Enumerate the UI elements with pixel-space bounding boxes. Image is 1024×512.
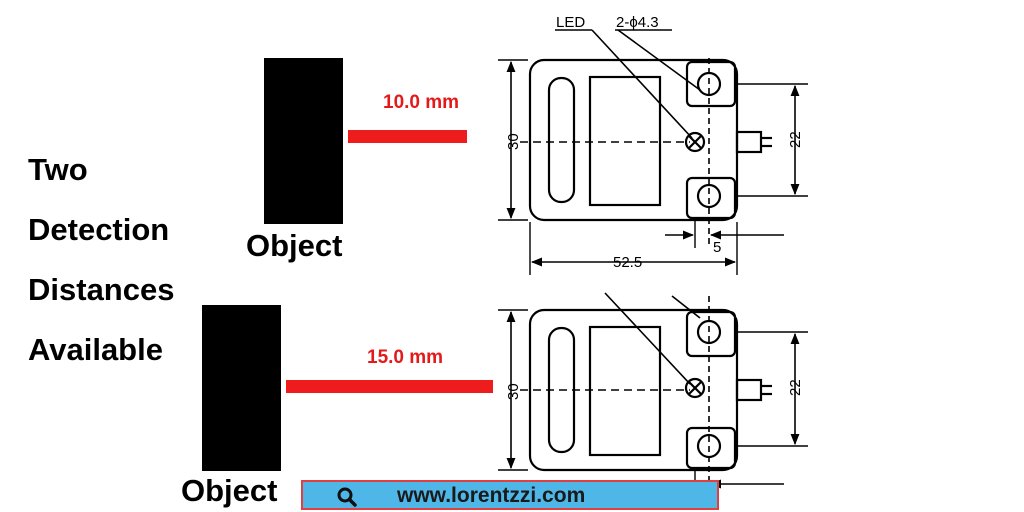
sensor-drawing-top xyxy=(498,29,808,275)
headline-line-4: Available xyxy=(28,332,163,367)
sensing-window-bottom xyxy=(588,325,662,457)
width-dim-label-top: 52.5 xyxy=(613,254,642,271)
distance-bar-top xyxy=(348,130,467,143)
sensor-drawing-bottom xyxy=(498,292,808,500)
height-dim-label-bottom: 30 xyxy=(505,383,522,400)
distance-label-top: 10.0 mm xyxy=(383,92,460,113)
cable-gland-top xyxy=(735,130,763,154)
height-dim-label-top: 30 xyxy=(505,133,522,150)
headline-line-2: Detection xyxy=(28,212,170,247)
spacing-dim-label-bottom: 22 xyxy=(787,379,804,396)
object-label-top: Object xyxy=(246,228,343,263)
mount-tab-lower-top xyxy=(685,176,737,220)
mount-tab-lower-bottom xyxy=(685,426,737,470)
led-indicator-top xyxy=(684,131,706,153)
headline-line-1: Two xyxy=(28,152,88,187)
website-url-bar[interactable]: www.lorentzzi.com xyxy=(301,480,719,510)
cable-gland-bottom xyxy=(735,378,763,402)
search-icon xyxy=(337,487,357,507)
mount-tab-upper-bottom xyxy=(685,310,737,358)
target-object-top xyxy=(264,58,343,224)
spacing-dim-label-top: 22 xyxy=(787,131,804,148)
distance-label-bottom: 15.0 mm xyxy=(367,347,444,368)
sensor-body-top xyxy=(528,58,739,222)
hole-spec-label-top: 2-ϕ4.3 xyxy=(616,14,659,31)
target-object-bottom xyxy=(202,305,281,471)
distance-bar-bottom xyxy=(286,380,493,393)
website-url[interactable]: www.lorentzzi.com xyxy=(397,484,586,507)
headline: Two Detection Distances Available xyxy=(28,140,174,380)
led-label-top: LED xyxy=(556,14,585,31)
sensing-window-top xyxy=(588,75,662,207)
mount-hole-lower-top xyxy=(696,183,722,209)
led-indicator-bottom xyxy=(684,377,706,399)
offset-dim-label-top: 5 xyxy=(713,239,721,256)
mount-tab-upper-top xyxy=(685,60,737,108)
sensing-face-slot-top xyxy=(547,76,576,204)
headline-line-3: Distances xyxy=(28,272,175,307)
object-label-bottom: Object xyxy=(181,473,278,508)
